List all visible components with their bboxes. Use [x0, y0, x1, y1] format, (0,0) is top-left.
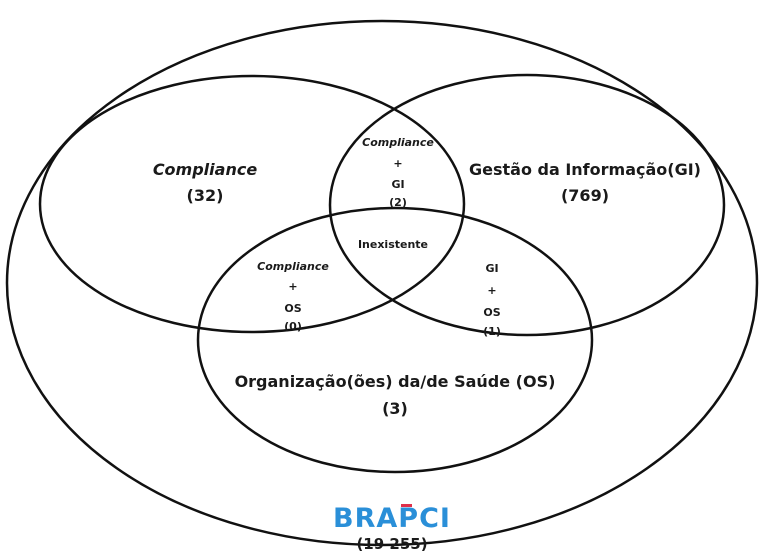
gi-circle [328, 73, 726, 337]
compliance-os-line2: OS [284, 302, 301, 315]
compliance-label: Compliance [153, 160, 258, 179]
gi-os-line1: GI [485, 262, 498, 275]
compliance-circle [38, 74, 466, 334]
compliance-gi-plus: + [393, 157, 402, 170]
brapci-logo-accent [401, 504, 412, 507]
gi-count: (769) [561, 186, 609, 205]
compliance-gi-count: (2) [389, 196, 407, 209]
gi-os-plus: + [487, 284, 496, 297]
triple-intersection-label: Inexistente [358, 238, 428, 251]
os-label: Organização(ões) da/de Saúde (OS) [235, 372, 556, 391]
gi-os-count: (1) [483, 325, 501, 338]
brapci-count: (19 255) [356, 535, 427, 553]
os-count: (3) [382, 399, 408, 418]
compliance-os-plus: + [288, 280, 297, 293]
compliance-os-count: (0) [284, 320, 302, 333]
compliance-os-line1: Compliance [257, 260, 329, 273]
gi-os-line2: OS [483, 306, 500, 319]
gi-label: Gestão da Informação(GI) [469, 160, 701, 179]
brapci-logo: BRAPCI [333, 503, 451, 534]
compliance-gi-line1: Compliance [362, 136, 434, 149]
brapci-universe-ellipse [5, 19, 759, 547]
os-circle [196, 206, 594, 474]
compliance-count: (32) [187, 186, 224, 205]
compliance-gi-line2: GI [391, 178, 404, 191]
